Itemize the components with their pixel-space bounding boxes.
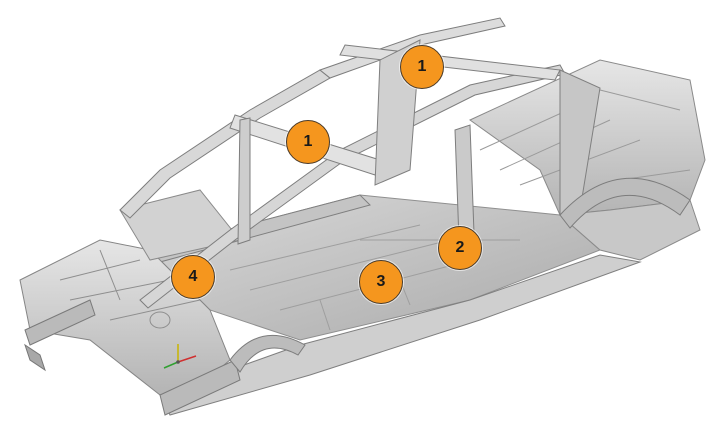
- callout-label: 3: [376, 273, 386, 290]
- rocker-sill: [159, 254, 642, 416]
- callout-2-rocker: 2: [438, 226, 482, 270]
- callout-3-floor: 3: [359, 260, 403, 304]
- callout-label: 2: [455, 239, 465, 256]
- bumper-beam: [24, 343, 46, 372]
- front-rail-left: [24, 299, 96, 346]
- callout-label: 4: [188, 268, 198, 285]
- callout-1-roof-rear: 1: [400, 45, 444, 89]
- rear-quarter: [558, 199, 701, 261]
- front-rail-right: [159, 359, 241, 416]
- front-wheel-arch: [229, 334, 306, 373]
- callout-4-front: 4: [171, 255, 215, 299]
- callout-label: 1: [303, 133, 313, 150]
- callout-label: 1: [417, 58, 427, 75]
- rear-wheel-arch: [559, 177, 691, 229]
- axis-triad-icon: [163, 344, 197, 369]
- b-pillar-left: [237, 117, 251, 245]
- front-end-details: [59, 249, 201, 329]
- callout-1-roof-front: 1: [286, 120, 330, 164]
